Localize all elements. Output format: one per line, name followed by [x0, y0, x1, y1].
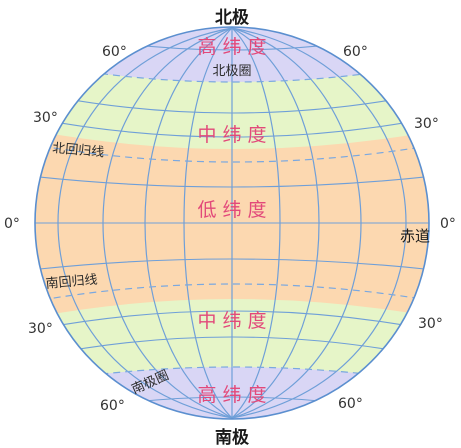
north-pole-label: 北极: [215, 8, 249, 28]
arctic-circle-line: [35, 61, 429, 83]
arctic-circle-label: 北极圈: [212, 64, 251, 79]
degree-label-60n-left: 60°: [102, 44, 127, 60]
degree-label-60s-right: 60°: [338, 396, 363, 412]
parallel-line: [35, 175, 429, 188]
zone-label-high-south: 高 纬 度: [197, 384, 266, 406]
zone-label-mid-north: 中 纬 度: [197, 124, 266, 146]
zone-label-high-north: 高 纬 度: [197, 36, 266, 58]
parallel-line: [39, 336, 425, 357]
parallel-line: [35, 258, 429, 271]
parallel-line-30s: [35, 310, 429, 331]
zone-label-low: 低 纬 度: [197, 199, 266, 221]
zone-label-mid-south: 中 纬 度: [197, 310, 266, 332]
graticule: [35, 27, 429, 419]
globe-outline: [34, 26, 430, 420]
equator-label: 赤道: [400, 227, 430, 245]
low-latitude-band: [35, 130, 429, 318]
degree-label-30n-right: 30°: [414, 116, 439, 132]
degree-label-30s-right: 30°: [418, 316, 443, 332]
header-strip: [0, 0, 461, 4]
degree-label-eq-right: 0°: [440, 216, 456, 232]
degree-label-30n-left: 30°: [33, 110, 58, 126]
parallel-line-30n: [35, 117, 429, 138]
south-pole-label: 南极: [215, 427, 249, 448]
tropic-of-capricorn-line: [35, 283, 429, 303]
degree-label-eq-left: 0°: [4, 216, 20, 232]
antarctic-circle-line: [35, 366, 429, 385]
tropic-of-cancer-label: 北回归线: [52, 141, 105, 160]
degree-label-60s-left: 60°: [100, 398, 125, 414]
parallel-line: [39, 93, 425, 114]
tropic-of-cancer-line: [35, 143, 429, 163]
degree-label-60n-right: 60°: [343, 44, 368, 60]
tropic-of-capricorn-label: 南回归线: [45, 272, 98, 292]
degree-label-30s-left: 30°: [28, 321, 53, 337]
